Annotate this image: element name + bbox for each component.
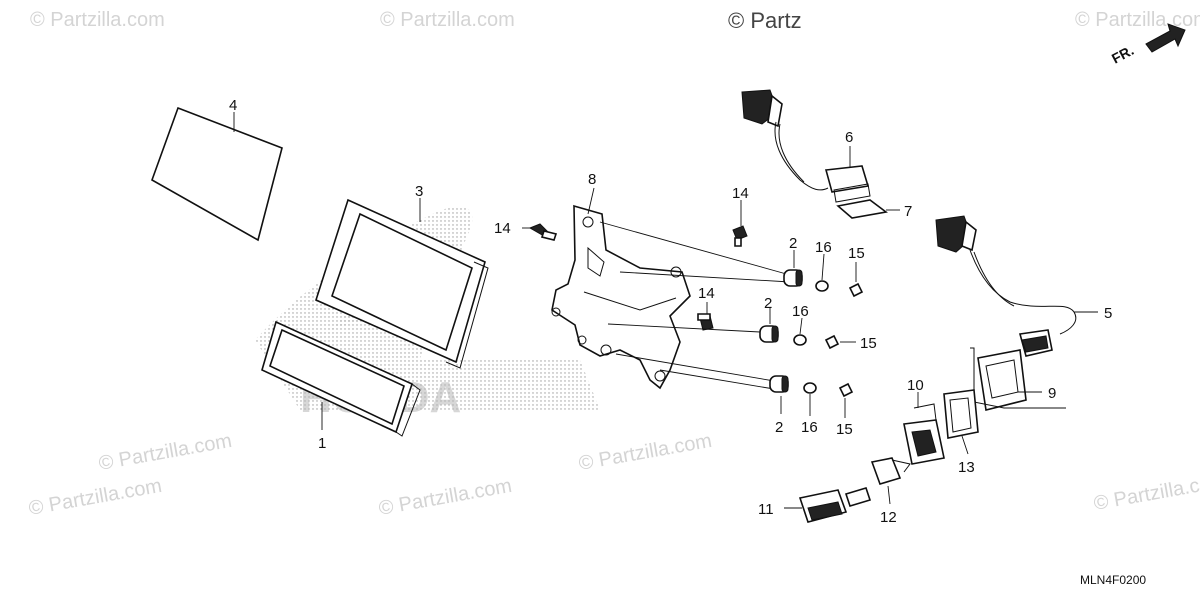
callout-10: 10 [907, 377, 924, 394]
callout-15-middle: 15 [860, 335, 877, 352]
part-15-screws [824, 262, 864, 418]
callout-15-bottom: 15 [836, 421, 853, 438]
callout-12: 12 [880, 509, 897, 526]
callout-16-top: 16 [815, 239, 832, 256]
callout-7: 7 [904, 203, 912, 220]
watermark-bottom-right: © Partzilla.com [1092, 470, 1200, 515]
watermark-top-left: © Partzilla.com [30, 9, 165, 31]
callout-labels: 1 2 2 2 3 4 5 6 7 8 9 10 11 12 13 14 14 … [229, 97, 1112, 526]
part-2-grommets [759, 250, 803, 414]
callout-3: 3 [415, 183, 423, 200]
part-11-socket [784, 487, 872, 523]
callout-14-left: 14 [494, 220, 511, 237]
diagram-code: MLN4F0200 [1080, 573, 1146, 587]
part-4-label-sheet [151, 106, 283, 242]
watermark-top-center: © Partzilla.com [380, 9, 515, 31]
callout-2-bottom: 2 [775, 419, 783, 436]
watermark-middle: © Partzilla.com [577, 430, 714, 475]
callout-1: 1 [318, 435, 326, 452]
callout-2-top: 2 [789, 235, 797, 252]
part-13-gasket [943, 389, 979, 455]
watermark-bottom-center: © Partzilla.com [377, 475, 514, 520]
part-14-bolts [522, 200, 748, 331]
part-3-meter-frame [315, 198, 489, 369]
callout-2-middle: 2 [764, 295, 772, 312]
front-label: FR. [1109, 42, 1136, 67]
callout-6: 6 [845, 129, 853, 146]
assembly-guide-lines [599, 221, 791, 391]
part-7-pad [836, 199, 900, 219]
part-12-cap [870, 457, 911, 505]
callout-13: 13 [958, 459, 975, 476]
part-5-harness [935, 215, 1098, 357]
callout-8: 8 [588, 171, 596, 188]
callout-16-bottom: 16 [801, 419, 818, 436]
part-6-harness-module [741, 89, 871, 203]
callout-16-middle: 16 [792, 303, 809, 320]
front-arrow-icon [1145, 23, 1186, 53]
callout-5: 5 [1104, 305, 1112, 322]
callout-14-middle: 14 [698, 285, 715, 302]
watermark-left-middle: © Partzilla.com [97, 430, 234, 475]
part-8-bracket [551, 187, 691, 390]
watermark-bottom-left: © Partzilla.com [27, 475, 164, 520]
watermark-top-partial: © Partz [728, 8, 802, 33]
callout-9: 9 [1048, 385, 1056, 402]
part-1-meter-cover [261, 320, 421, 437]
callout-15-top: 15 [848, 245, 865, 262]
part-16-washers [793, 253, 829, 416]
watermark-top-right: © Partzilla.com [1075, 9, 1200, 31]
part-10-socket [903, 392, 945, 465]
callout-14-top: 14 [732, 185, 749, 202]
callout-11: 11 [758, 501, 774, 518]
callout-4: 4 [229, 97, 237, 114]
